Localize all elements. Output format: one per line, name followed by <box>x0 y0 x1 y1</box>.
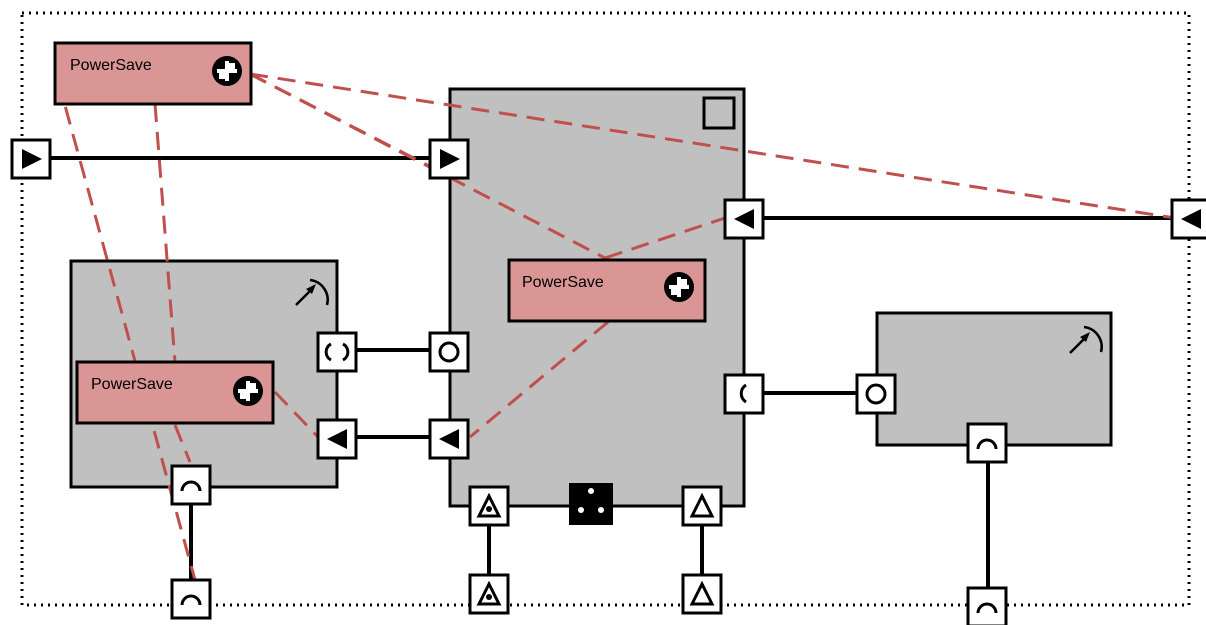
power-save-icon <box>233 376 263 406</box>
port-half-circle[interactable] <box>170 464 212 506</box>
port-half-circle[interactable] <box>170 578 212 620</box>
port-flow-in-left[interactable] <box>1170 198 1206 240</box>
port-flow-in-right[interactable] <box>428 138 470 180</box>
power-save-label: PowerSave <box>70 57 152 74</box>
port-dice[interactable] <box>569 483 613 525</box>
square-icon <box>702 96 736 130</box>
port-flow-in-left[interactable] <box>723 198 765 240</box>
port-paren[interactable] <box>316 331 358 373</box>
port-target-triangle[interactable] <box>468 573 510 615</box>
port-half-circle[interactable] <box>966 586 1008 625</box>
port-flow-in-left[interactable] <box>316 418 358 460</box>
port-triangle[interactable] <box>681 485 723 527</box>
power-save-icon <box>664 272 694 302</box>
port-open-paren[interactable] <box>723 373 765 415</box>
power-save-label: PowerSave <box>522 274 604 291</box>
power-save-block[interactable]: PowerSave <box>507 258 707 323</box>
power-save-icon <box>212 56 242 86</box>
port-flow-in-right[interactable] <box>10 138 52 180</box>
power-save-label: PowerSave <box>91 376 173 393</box>
port-target-triangle[interactable] <box>468 485 510 527</box>
port-circle[interactable] <box>428 331 470 373</box>
arc-arrow-icon <box>295 278 329 306</box>
port-half-circle[interactable] <box>966 422 1008 464</box>
port-circle[interactable] <box>855 373 897 415</box>
port-flow-in-left[interactable] <box>428 418 470 460</box>
port-triangle[interactable] <box>681 573 723 615</box>
power-save-block[interactable]: PowerSave <box>75 360 275 425</box>
power-save-block[interactable]: PowerSave <box>53 41 253 106</box>
system-boundary <box>20 11 1191 607</box>
arc-arrow-icon <box>1069 325 1103 354</box>
